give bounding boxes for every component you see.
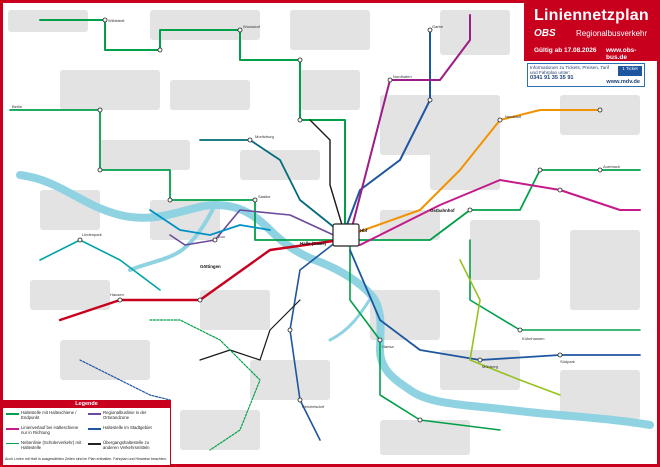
line-orange [349,109,601,236]
legend-title: Legende [3,401,170,408]
label-hbf: Hbf [360,228,368,233]
line-black [309,119,346,236]
info-box: Informationen zu Tickets, Preisen, Tarif… [527,63,645,87]
legend-item-1: Haltestelle mit Halteschiene / Endpunkt [5,410,83,420]
info-phone[interactable]: 0341 91 35 35 91 [530,75,574,82]
line-dashed-2 [79,359,171,401]
line-black-2 [199,299,301,361]
label-hansa: Hansa [382,344,394,349]
label-reichel: Reichelsdorf [302,404,325,409]
website-link[interactable]: www.obs-bus.de [606,47,637,61]
label-suedpark: Südpark [560,359,575,364]
river [16,171,654,429]
legend-item-4: Haltestelle im Stadtgebiet [87,425,165,431]
line-green-2 [9,109,341,241]
label-wildstedt: Wildstedt [108,18,125,23]
label-saaltor: Saaltor [258,194,271,199]
label-moritz: Moritzburg [255,134,274,139]
line-blue-1 [344,29,431,231]
legend-item-3: Linienverlauf bei Halteschiene nur in Ri… [5,425,83,435]
label-hub: Halle (Saale) [300,241,327,246]
line-blue-2 [349,249,641,361]
line-purple-2 [169,209,341,246]
label-neustadt: Neustadt [505,114,522,119]
map-title: Liniennetzplan [534,7,649,24]
line-green-5 [349,244,501,431]
info-text: Informationen zu Tickets, Preisen, Tarif… [530,65,610,76]
line-cyan [149,209,271,236]
label-muehl: Mühlweg [482,364,498,369]
label-nord: Nordhafen [393,74,412,79]
legend-item-6: Übergangshaltestelle zu anderen Verkehrs… [87,440,165,450]
ticket-badge: 1 Ticket [618,66,642,76]
line-teal [199,139,341,233]
legend-item-2: Regionalbuslinie in der Ortsrandzone [87,410,165,420]
brand-logo: OBS [534,28,556,39]
label-ost: Ostbahnhof [430,208,455,213]
district-blocks [8,10,640,455]
label-hausen: Hausen [110,292,124,297]
label-garbe: Garbe [432,24,444,29]
label-auerbach: Auerbach [603,164,620,169]
line-lime [459,259,561,396]
label-zoo: Zoo [218,234,226,239]
legend-panel: Legende Haltestelle mit Halteschiene / E… [3,400,171,465]
label-gottingen: Göttingen [200,264,221,269]
map-subtitle: Regionalbusverkehr [576,29,648,38]
legend-item-5: Nebenlinie (Schülerverkehr) mit Halteste… [5,440,83,450]
line-purple-1 [349,14,471,236]
line-magenta [359,179,641,246]
header-panel: Liniennetzplan OBS Regionalbusverkehr Gü… [524,3,657,61]
label-berlin: Berlin [12,104,22,109]
label-wunsdorf: Wunsdorf [243,24,261,29]
label-kuehnhausen: Kühnhausen [522,336,544,341]
hub-station[interactable] [332,223,360,247]
line-teal-2 [39,239,161,291]
info-site[interactable]: www.mdv.de [606,78,640,85]
legend-note: Auch Linien mit Halt in ausgewählten Zei… [5,457,167,461]
stops [77,17,603,423]
validity-date: Gültig ab 17.08.2026 [534,47,597,54]
label-linden: Lindenpark [82,232,102,237]
line-dashed [149,319,261,451]
